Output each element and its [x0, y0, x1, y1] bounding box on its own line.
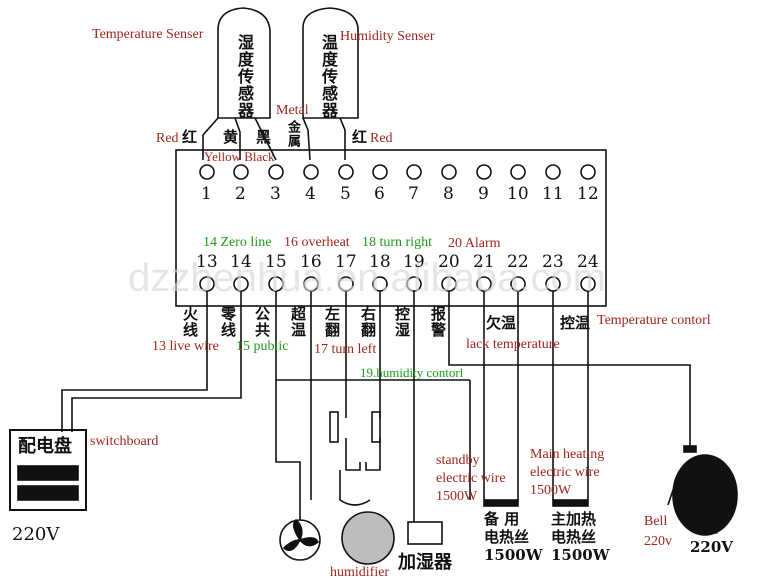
terminal-3: 3	[270, 184, 281, 204]
cn-common: 公共	[253, 306, 271, 338]
cn-turn-right: 右翻	[359, 306, 377, 338]
terminal-15: 15	[265, 252, 287, 272]
terminal-21: 21	[473, 252, 495, 272]
humidifier-motor	[341, 511, 395, 565]
note-public: 15 public	[236, 339, 289, 354]
terminal-16: 16	[300, 252, 322, 272]
cn-alarm: 报警	[429, 306, 447, 338]
cn-lack-temp: 欠温	[486, 314, 517, 332]
temperature-senser-label: Temperature Senser	[92, 27, 204, 42]
metal-cn-label: 金属	[285, 120, 300, 148]
main-cn2: 电热丝	[551, 528, 597, 546]
switchboard-label: switchboard	[90, 434, 159, 449]
humidifier-label: humidifier	[330, 565, 390, 580]
humidifier-cn: 加湿器	[398, 552, 452, 573]
switchboard-cn: 配电盘	[18, 436, 72, 457]
standby-cn2: 电热丝	[484, 528, 530, 546]
red2-en-label: Red	[370, 131, 393, 146]
cn-live: 火线	[181, 306, 199, 338]
terminal-8: 8	[443, 184, 454, 204]
terminal-6: 6	[374, 184, 385, 204]
note-lack-temp: lack temperature	[466, 337, 560, 352]
yellow-cn-label: 黄	[223, 128, 239, 146]
top-terminals	[199, 164, 596, 180]
cn-humid-ctrl: 控湿	[393, 306, 411, 338]
terminal-23: 23	[542, 252, 564, 272]
note-turn-left: 17 turn left	[314, 342, 377, 357]
main-w: 1500W	[551, 546, 610, 564]
temperature-sensor-label: 温度传感器	[319, 34, 338, 119]
temperature-sensor-body	[302, 7, 359, 119]
note-standby: standby electric wire 1500W	[436, 453, 506, 505]
switchboard-voltage: 220V	[12, 524, 60, 545]
terminal-17: 17	[335, 252, 357, 272]
cn-overheat: 超温	[289, 306, 307, 338]
terminal-1: 1	[201, 184, 212, 204]
humidity-sensor-body	[217, 7, 271, 119]
terminal-9: 9	[478, 184, 489, 204]
note-zero-line: 14 Zero line	[203, 235, 272, 250]
metal-en-label: Metal	[276, 103, 309, 118]
terminal-2: 2	[235, 184, 246, 204]
terminal-10: 10	[507, 184, 529, 204]
controller-box	[175, 149, 607, 307]
yellow-black-en-label: Yellow Black	[204, 149, 275, 164]
terminal-7: 7	[408, 184, 419, 204]
terminal-4: 4	[305, 184, 316, 204]
terminal-14: 14	[230, 252, 252, 272]
terminal-12: 12	[577, 184, 599, 204]
note-overheat: 16 overheat	[284, 235, 350, 250]
humidifier-box	[407, 521, 443, 545]
terminal-13: 13	[196, 252, 218, 272]
terminal-20: 20	[438, 252, 460, 272]
terminal-5: 5	[340, 184, 351, 204]
note-bell: Bell 220v	[644, 514, 672, 549]
switchboard-box	[9, 429, 87, 511]
cn-zero: 零线	[219, 306, 237, 338]
terminal-19: 19	[403, 252, 425, 272]
terminal-18: 18	[369, 252, 391, 272]
note-humidity-control: 19.humidity contorl	[360, 365, 464, 380]
red-cn-label: 红	[182, 128, 198, 146]
wires	[61, 291, 691, 522]
red-en-label: Red	[156, 131, 179, 146]
cn-temp-ctrl: 控温	[560, 314, 591, 332]
bell-icon	[672, 454, 738, 536]
watermark: dzzbenhua.en.alibaba.com	[128, 256, 607, 300]
note-live-wire: 13 live wire	[152, 339, 219, 354]
note-alarm: 20 Alarm	[448, 236, 501, 251]
terminal-11: 11	[542, 184, 564, 204]
note-main-heating: Main heating electric wire 1500W	[530, 447, 605, 499]
fan-icon	[279, 519, 321, 561]
note-turn-right: 18 turn right	[362, 235, 432, 250]
bell-voltage: 220V	[690, 538, 733, 556]
terminal-22: 22	[507, 252, 529, 272]
standby-cn: 备 用	[484, 510, 520, 528]
main-cn: 主加热	[551, 510, 597, 528]
red2-cn-label: 红	[352, 128, 368, 146]
black-cn-label: 黑	[256, 128, 272, 146]
terminal-24: 24	[577, 252, 599, 272]
humidity-sensor-label: 湿度传感器	[235, 34, 254, 119]
cn-turn-left: 左翻	[323, 306, 341, 338]
temp-control-label: Temperature contorl	[597, 313, 711, 328]
humidity-senser-label: Humidity Senser	[340, 29, 435, 44]
bell-cn: 电铃	[690, 518, 721, 536]
standby-w: 1500W	[484, 546, 543, 564]
